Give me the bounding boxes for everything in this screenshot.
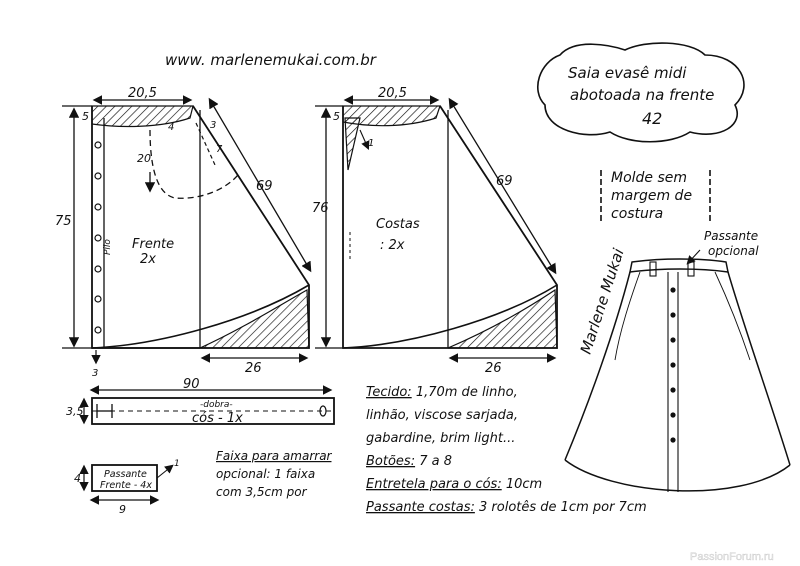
belt-loop-piece: Passante Frente - 4x 4 9 1	[74, 459, 180, 516]
front-dart-depth: 20	[137, 152, 151, 165]
front-fold-label: Pilo	[103, 239, 113, 255]
back-loop-value: 3 rolotês de 1cm por 7cm	[475, 500, 647, 515]
front-dart-2: 3	[210, 120, 216, 131]
front-length-label: 75	[55, 214, 72, 229]
front-dart-1: 4	[168, 122, 174, 133]
interfacing-value: 10cm	[502, 477, 543, 492]
button-markers	[94, 141, 102, 334]
sketch-callout-2: opcional	[708, 244, 759, 258]
waistband-height: 3,5	[66, 405, 84, 418]
loop-label-2: Frente - 4x	[100, 480, 152, 491]
fabric-line-3: gabardine, brim light...	[366, 431, 515, 446]
svg-text:Passante costas: 3 rolotês de: Passante costas: 3 rolotês de 1cm por 7c…	[366, 500, 647, 515]
title-size: 42	[642, 109, 662, 128]
svg-text:Entretela para o cós: 10cm: Entretela para o cós: 10cm	[366, 477, 542, 492]
waistband-width: 90	[183, 377, 200, 392]
front-hem-label: 26	[245, 361, 262, 376]
back-side-label: 69	[496, 174, 513, 189]
note-line-2: margem de	[611, 188, 692, 204]
watermark: PassionForum.ru	[690, 551, 774, 563]
waistband-fold: -dobra-	[200, 400, 233, 410]
front-dart-3: 7	[216, 144, 223, 155]
back-piece-label: Costas	[376, 217, 420, 232]
back-hem-label: 26	[485, 361, 502, 376]
back-loop-label: Passante costas:	[366, 500, 475, 515]
title-line-2: abotoada na frente	[570, 86, 714, 104]
back-pattern-piece: 20,5 5 76 69 26 1 Costas : 2x	[312, 86, 558, 376]
svg-text:Botões: 7 a 8: Botões: 7 a 8	[366, 454, 452, 469]
back-waist-label: 20,5	[378, 86, 407, 101]
loop-width: 9	[119, 503, 126, 516]
svg-text:Tecido: 1,70m de linho,: Tecido: 1,70m de linho,	[366, 385, 518, 400]
fabric-label: Tecido:	[366, 385, 412, 400]
title-cloud: Saia evasê midi abotoada na frente 42	[536, 42, 745, 143]
buttons-value: 7 a 8	[415, 454, 452, 469]
front-pattern-piece: 20,5 5 75 69 26 4 3 7 20 3 Pilo Frente 2…	[55, 86, 312, 379]
signature: Marlene Mukai	[577, 246, 628, 357]
fabric-line-1: 1,70m de linho,	[412, 385, 518, 400]
tie-note-line-2: opcional: 1 faixa	[216, 467, 315, 481]
loop-label-1: Passante	[104, 469, 147, 480]
note-line-1: Molde sem	[611, 170, 687, 186]
back-waist-drop: 5	[333, 110, 340, 123]
back-dart-label: 1	[368, 138, 374, 149]
front-waist-drop: 5	[82, 110, 89, 123]
sketch-callout-1: Passante	[704, 229, 758, 243]
title-line-1: Saia evasê midi	[568, 64, 687, 82]
buttons-label: Botões:	[366, 454, 415, 469]
back-piece-count: : 2x	[380, 238, 405, 253]
front-waist-label: 20,5	[128, 86, 157, 101]
sketch-buttons	[670, 287, 676, 443]
tie-note-line-1: Faixa para amarrar	[216, 449, 333, 463]
loop-mark: 1	[174, 459, 180, 469]
site-url: www. marlenemukai.com.br	[165, 51, 377, 69]
front-side-label: 69	[256, 179, 273, 194]
front-piece-count: 2x	[140, 252, 156, 267]
front-hem-offset: 3	[92, 368, 98, 379]
front-piece-label: Frente	[132, 237, 174, 252]
materials-list: Tecido: 1,70m de linho, linhão, viscose …	[366, 385, 647, 515]
waistband-label: cós - 1x	[192, 411, 243, 426]
seam-note: Molde sem margem de costura	[600, 170, 711, 222]
skirt-sketch: Passante opcional Marlene Mukai	[564, 229, 791, 492]
interfacing-label: Entretela para o cós:	[366, 477, 502, 492]
tie-note: Faixa para amarrar opcional: 1 faixa com…	[216, 449, 333, 499]
loop-height: 4	[74, 472, 81, 485]
tie-note-line-3: com 3,5cm por	[216, 485, 308, 499]
note-line-3: costura	[611, 206, 663, 222]
back-length-label: 76	[312, 201, 329, 216]
waistband-piece: 90 3,5 -dobra- cós - 1x	[66, 377, 335, 426]
fabric-line-2: linhão, viscose sarjada,	[366, 408, 518, 423]
